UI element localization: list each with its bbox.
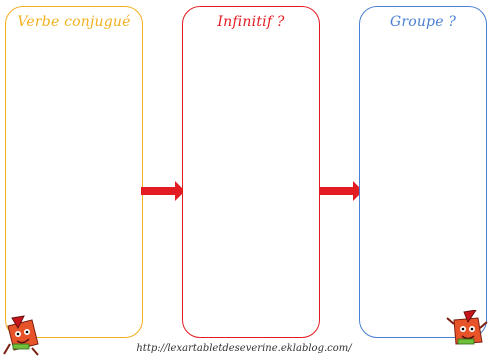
infinitif-card: Infinitif ? (182, 6, 320, 338)
blog-url-footer: http://lexartabletdeseverine.eklablog.co… (136, 343, 352, 354)
card-title-infinitif: Infinitif ? (217, 14, 285, 30)
verb-mascot-icon (3, 315, 39, 356)
right-arrow-icon (319, 181, 363, 201)
right-arrow-icon (141, 181, 185, 201)
groupe-card: Groupe ? (359, 6, 487, 338)
verb-mascot-icon (446, 310, 488, 345)
card-title-groupe: Groupe ? (389, 14, 457, 30)
card-title-verbe-conjugue: Verbe conjugué (17, 14, 131, 30)
verbe-conjugue-card: Verbe conjugué (5, 6, 143, 338)
